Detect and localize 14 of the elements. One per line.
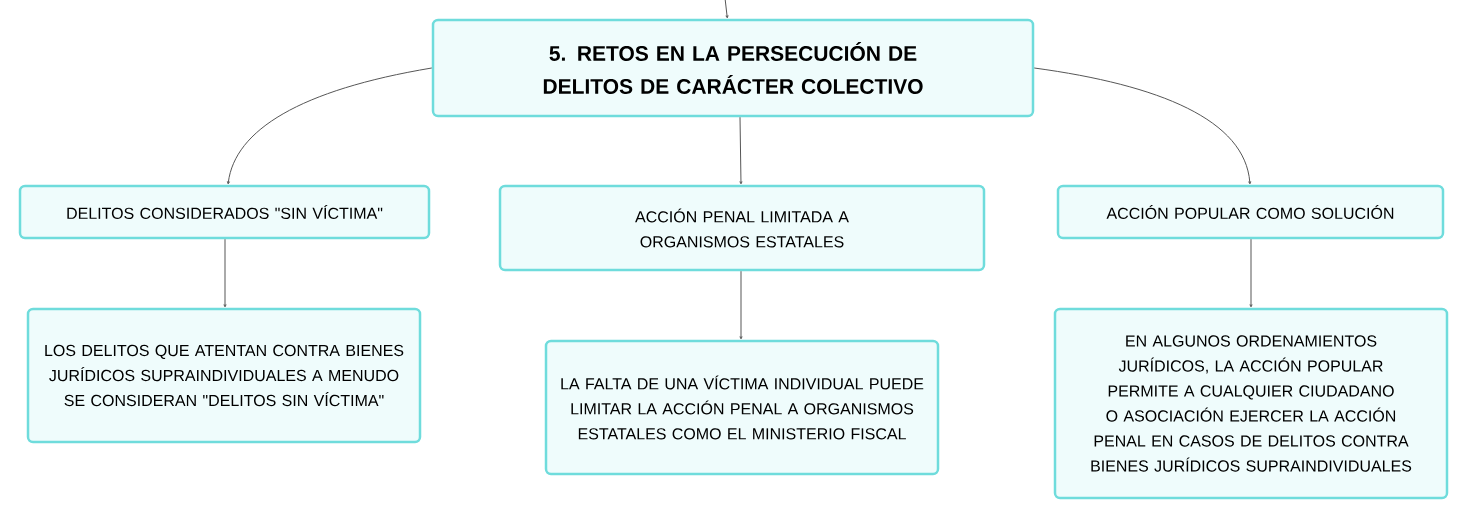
arrow <box>1033 67 1252 185</box>
subtopic-box: ACCIÓN POPULAR COMO SOLUCIÓN <box>1056 184 1445 240</box>
subtopic-box: DELITOS CONSIDERADOS "SIN VÍCTIMA" <box>18 184 431 240</box>
topic-box: 5. RETOS EN LA PERSECUCIÓN DE DELITOS DE CARÁCTER COLECTIVO <box>431 18 1035 118</box>
arrow <box>226 67 433 185</box>
subtopic-box: ACCIÓN PENAL LIMITADA A ORGANISMOS ESTATALES <box>498 184 986 272</box>
arrow <box>739 270 743 340</box>
subtopic-box: LOS DELITOS QUE ATENTAN CONTRA BIENES JURÍDICOS SUPRAINDIVIDUALES A MENUDO SE CONSIDERAN "DELITOS SIN VÍCTIMA" <box>26 307 422 444</box>
arrow <box>1249 238 1253 308</box>
arrow <box>223 238 227 308</box>
arrow <box>739 116 743 185</box>
subtopic-box: LA FALTA DE UNA VÍCTIMA INDIVIDUAL PUEDE LIMITAR LA ACCIÓN PENAL A ORGANISMOS ESTATALES COMO EL MINISTERIO FISCAL <box>544 339 940 476</box>
subtopic-box: EN ALGUNOS ORDENAMIENTOS JURÍDICOS, LA ACCIÓN POPULAR PERMITE A CUALQUIER CIUDADANO O ASOCIACIÓN EJERCER LA ACCIÓN PENAL EN CASOS DE DELITOS CONTRA BIENES JURÍDICOS SUPRAINDIVIDUALES <box>1053 307 1449 500</box>
arrow <box>724 0 729 19</box>
